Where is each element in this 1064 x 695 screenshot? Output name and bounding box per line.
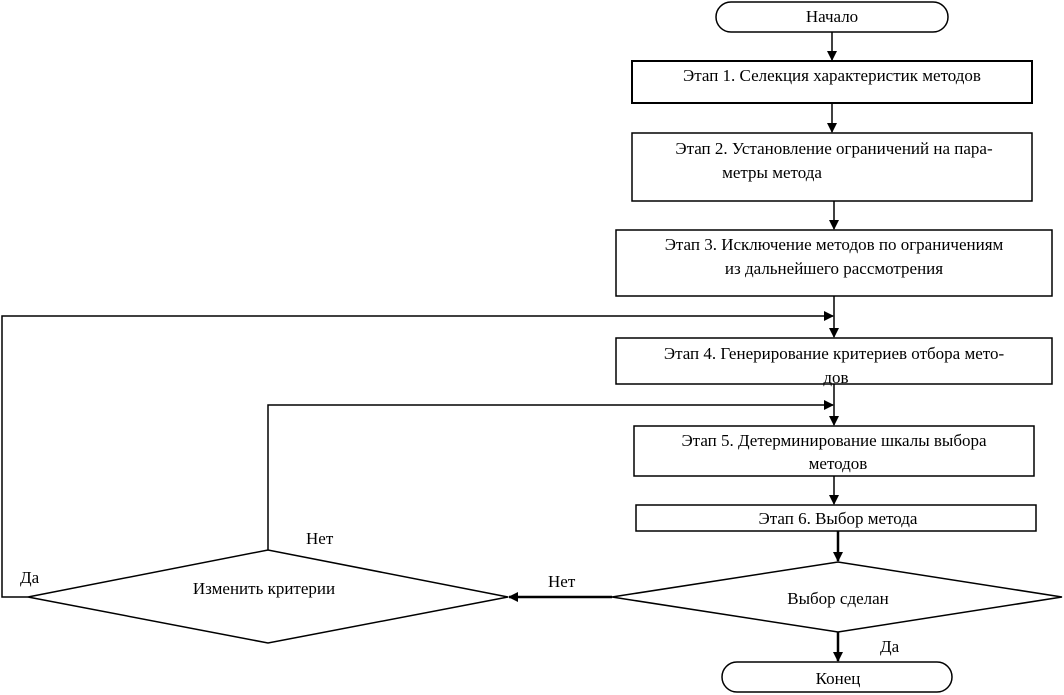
edge-label-criteria-no: Нет	[306, 529, 334, 548]
step-2-label-line-2: метры метода	[722, 163, 822, 182]
step-1-label: Этап 1. Селекция характеристик методов	[683, 66, 981, 85]
edge-label-criteria-yes: Да	[20, 568, 40, 587]
step-4-box: Этап 4. Генерирование критериев отбора м…	[615, 337, 1053, 387]
step-6-label: Этап 6. Выбор метода	[759, 509, 918, 528]
decision-change-criteria: Изменить критерии	[27, 549, 509, 644]
step-2-label-line-1: Этап 2. Установление ограничений на пара…	[675, 139, 993, 158]
edge-label-choice-yes: Да	[880, 637, 900, 656]
end-label: Конец	[816, 669, 861, 688]
step-5-label-line-1: Этап 5. Детерминирование шкалы выбора	[681, 431, 987, 450]
step-2-box: Этап 2. Установление ограничений на пара…	[631, 132, 1033, 202]
end-terminal: Конец	[721, 661, 953, 693]
step-3-label-line-2: из дальнейшего рассмотрения	[725, 259, 943, 278]
step-4-label-line-1: Этап 4. Генерирование критериев отбора м…	[664, 344, 1005, 363]
step-5-label-line-2: методов	[809, 454, 868, 473]
edge-label-choice-no: Нет	[548, 572, 576, 591]
decision-criteria-label: Изменить критерии	[193, 579, 335, 598]
step-3-label-line-1: Этап 3. Исключение методов по ограничени…	[665, 235, 1004, 254]
decision-choice-label: Выбор сделан	[787, 589, 889, 608]
step-4-label-line-2: дов	[823, 368, 848, 387]
step-6-box: Этап 6. Выбор метода	[635, 504, 1037, 532]
connector-criteria-no-loop	[267, 400, 834, 550]
connector-criteria-yes-loop	[1, 311, 834, 598]
step-1-box: Этап 1. Селекция характеристик методов	[631, 60, 1033, 104]
start-terminal: Начало	[715, 1, 949, 33]
start-label: Начало	[806, 7, 858, 26]
step-3-box: Этап 3. Исключение методов по ограничени…	[615, 229, 1053, 297]
step-5-box: Этап 5. Детерминирование шкалы выбора ме…	[633, 425, 1035, 477]
decision-choice-made: Выбор сделан	[611, 561, 1063, 633]
